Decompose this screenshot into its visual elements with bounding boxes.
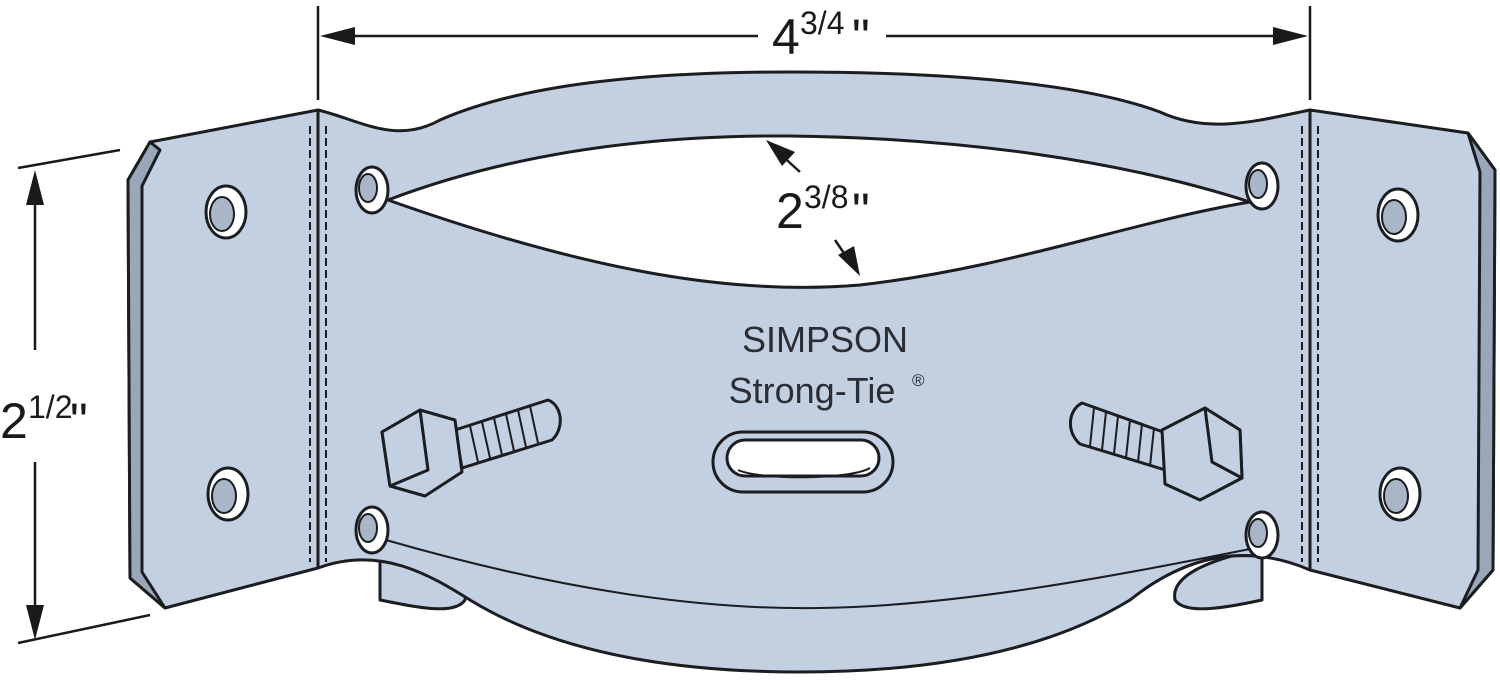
flange-hole-top-right-inner xyxy=(1381,199,1407,235)
height-label-whole: 2 xyxy=(0,393,28,449)
width-label-unit: " xyxy=(852,9,870,65)
opening-label-whole: 2 xyxy=(776,183,804,239)
width-dimension: 4 3/4 " xyxy=(316,5,1312,100)
strap-hole-top-left-inner xyxy=(358,173,378,203)
height-extension-bottom xyxy=(17,613,151,645)
bolt-right xyxy=(1069,401,1244,502)
opening-arrow-bottom xyxy=(838,246,860,276)
registered-mark: ® xyxy=(912,371,925,390)
opening-label-fraction: 3/8 xyxy=(804,179,848,215)
bolt-left-shank xyxy=(453,398,562,470)
opening-dimension: 2 3/8 " xyxy=(766,140,870,276)
strap-hole-top-right-inner xyxy=(1248,169,1268,199)
bolt-right-shank xyxy=(1069,401,1182,474)
width-label-whole: 4 xyxy=(772,9,800,65)
bottom-lobe-right xyxy=(1173,546,1264,611)
bolt-left-threads xyxy=(469,405,539,463)
bracket-body xyxy=(126,70,1497,674)
bolt-left-head-face xyxy=(380,408,430,488)
lower-band-line xyxy=(385,539,1256,610)
height-label-fraction: 1/2 xyxy=(28,389,72,425)
height-label-unit: " xyxy=(70,393,88,449)
flange-hole-top-left-inner xyxy=(209,196,235,232)
height-extension-top xyxy=(17,148,121,170)
bolt-right-head-face xyxy=(1203,406,1244,480)
opening-arrow-top xyxy=(766,140,795,166)
right-flange xyxy=(1308,108,1497,610)
center-slot-shade xyxy=(737,467,871,479)
flange-hole-bottom-right-inner xyxy=(1383,478,1409,514)
width-label-fraction: 3/4 xyxy=(800,5,844,41)
bolt-right-threads xyxy=(1089,407,1155,467)
center-slot xyxy=(725,438,881,478)
brand-line-1: SIMPSON xyxy=(742,319,908,360)
width-arrow-right xyxy=(1273,27,1308,45)
strap-hole-bottom-left-inner xyxy=(358,513,378,543)
left-flange xyxy=(126,108,320,610)
flange-hole-bottom-left-inner xyxy=(211,478,237,514)
opening-label-unit: " xyxy=(852,183,870,239)
strap-hole-bottom-right-inner xyxy=(1248,518,1268,548)
height-arrow-bottom xyxy=(26,605,44,640)
right-flange-edge xyxy=(1458,131,1497,610)
width-arrow-left xyxy=(320,27,355,45)
height-arrow-top xyxy=(26,170,44,205)
bolt-left xyxy=(380,398,562,498)
left-flange-edge xyxy=(126,140,167,610)
brand-line-2: Strong-Tie xyxy=(729,370,896,411)
height-dimension: 2 1/2 " xyxy=(0,148,151,645)
